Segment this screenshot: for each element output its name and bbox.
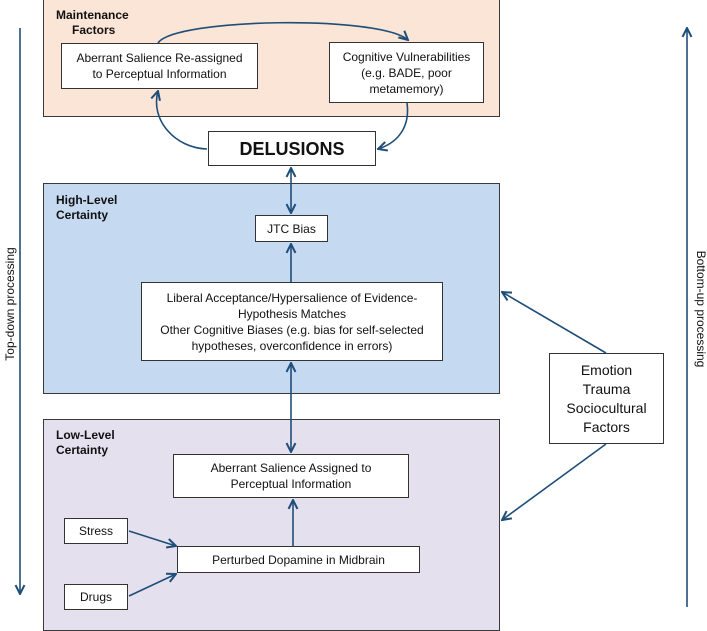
node-liberal-acceptance: Liberal Acceptance/Hypersalience of Evid… [141, 282, 443, 361]
node-stress: Stress [64, 518, 128, 544]
node-delusions: DELUSIONS [208, 131, 376, 166]
node-line: Factors [583, 418, 630, 435]
maintenance-title-line2: Factors [72, 23, 116, 37]
node-jtc-bias: JTC Bias [255, 215, 328, 242]
node-aberrant-salience-assigned: Aberrant Salience Assigned to Perceptual… [173, 454, 409, 498]
node-line: Liberal Acceptance/Hypersalience of Evid… [166, 290, 418, 305]
low-level-certainty-title: Low-Level Certainty [56, 428, 115, 458]
bottom-up-processing-label: Bottom-up processing [694, 250, 707, 368]
node-line: Trauma [582, 380, 631, 397]
node-line: metamemory) [369, 81, 444, 96]
high-level-certainty-title: High-Level Certainty [56, 193, 117, 223]
high-level-title-line1: High-Level [56, 193, 118, 207]
arrow-emotion-to-low-level [502, 443, 607, 520]
node-line: Perceptual Information [230, 477, 352, 491]
top-down-processing-label: Top-down processing [3, 247, 17, 361]
node-cognitive-vulnerabilities: Cognitive Vulnerabilities (e.g. BADE, po… [329, 42, 484, 103]
node-aberrant-salience-reassigned: Aberrant Salience Re-assigned to Percept… [61, 43, 258, 89]
node-line: (e.g. BADE, poor [361, 65, 452, 80]
node-line: Cognitive Vulnerabilities [342, 49, 471, 64]
node-line: Sociocultural [566, 399, 647, 416]
node-emotion-trauma-sociocultural: Emotion Trauma Sociocultural Factors [549, 353, 664, 444]
node-line: hypotheses, overconfidence in errors) [191, 338, 393, 353]
maintenance-factors-title: Maintenance Factors [56, 8, 129, 38]
arrow-emotion-to-high-level [502, 292, 607, 354]
node-line: Emotion [580, 361, 633, 378]
node-line: Hypothesis Matches [237, 306, 347, 321]
node-drugs: Drugs [64, 584, 128, 610]
node-line: Aberrant Salience Re-assigned [76, 51, 243, 65]
high-level-title-line2: Certainty [56, 208, 109, 222]
node-line: Aberrant Salience Assigned to [210, 461, 372, 475]
node-perturbed-dopamine: Perturbed Dopamine in Midbrain [177, 546, 420, 573]
node-line: to Perceptual Information [92, 67, 227, 81]
node-line: Other Cognitive Biases (e.g. bias for se… [160, 322, 424, 337]
low-level-title-line1: Low-Level [56, 428, 115, 442]
maintenance-title-line1: Maintenance [56, 8, 129, 22]
low-level-title-line2: Certainty [56, 443, 109, 457]
